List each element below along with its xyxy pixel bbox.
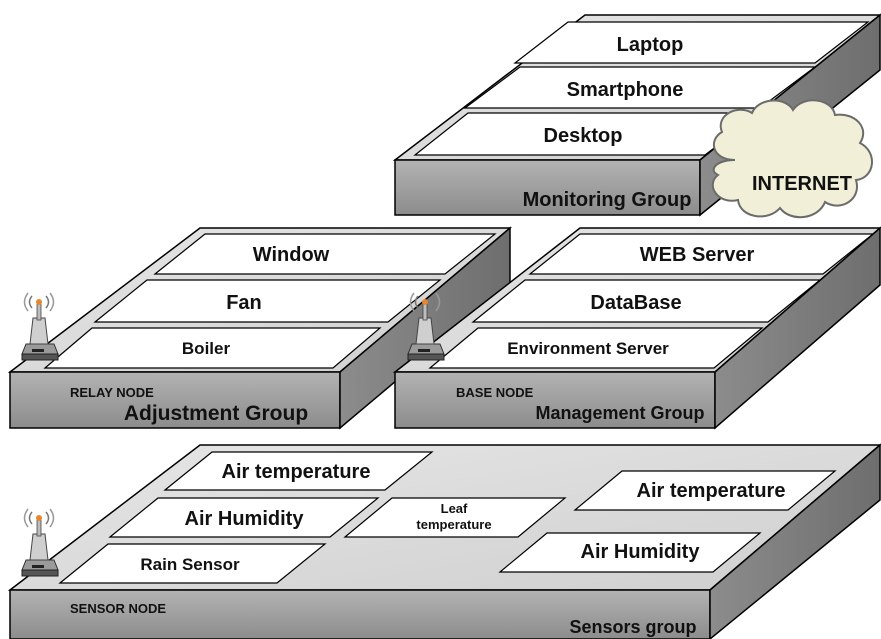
relay-node-label: RELAY NODE (70, 385, 154, 400)
adjustment-window-label: Window (253, 244, 330, 266)
cloud-icon (711, 99, 873, 219)
relay-node-antenna-icon (21, 292, 59, 361)
sensors-leaf-label-line1: Leaf (441, 501, 468, 516)
sensors-item-air-humidity-left (108, 497, 380, 538)
adjustment-item-window (153, 233, 497, 275)
sensors-item-rain-sensor (58, 543, 327, 584)
sensors-air-temperature-left-label: Air temperature (222, 461, 371, 483)
monitoring-item-smartphone (463, 66, 817, 109)
management-group: WEB Server DataBase Environment Server B… (392, 226, 881, 430)
adjustment-item-boiler (43, 327, 382, 369)
sensors-item-air-temperature-right (573, 470, 837, 511)
management-item-environment-server (428, 327, 764, 369)
management-environment-server-label: Environment Server (507, 339, 669, 358)
sensors-leaf-label-line2: temperature (416, 517, 491, 532)
internet-cloud: INTERNET (711, 99, 873, 219)
management-platform-side (714, 226, 881, 430)
adjustment-item-fan (93, 279, 442, 323)
monitoring-smartphone-label: Smartphone (567, 79, 684, 101)
sensor-node-label: SENSOR NODE (70, 601, 166, 616)
management-web-server-label: WEB Server (640, 244, 755, 266)
monitoring-laptop-label: Laptop (617, 34, 684, 56)
internet-label: INTERNET (752, 173, 852, 195)
adjustment-boiler-label: Boiler (182, 339, 231, 358)
adjustment-fan-label: Fan (226, 292, 262, 314)
management-database-label: DataBase (590, 292, 681, 314)
monitoring-group-title: Monitoring Group (523, 189, 692, 211)
sensors-platform-side (709, 443, 881, 639)
sensors-item-leaf-temperature (343, 497, 567, 538)
sensors-platform-front (9, 589, 711, 639)
sensors-group: Air temperature Air Humidity Rain Sensor… (7, 443, 881, 639)
sensors-air-humidity-left-label: Air Humidity (185, 508, 305, 530)
management-group-title: Management Group (535, 403, 704, 423)
sensors-air-humidity-right-label: Air Humidity (581, 541, 701, 563)
management-item-web-server (528, 233, 875, 275)
sensors-air-temperature-right-label: Air temperature (637, 480, 786, 502)
management-item-database (471, 279, 822, 323)
monitoring-desktop-label: Desktop (544, 125, 623, 147)
base-node-label: BASE NODE (456, 385, 534, 400)
sensors-rain-sensor-label: Rain Sensor (140, 555, 240, 574)
sensors-item-air-temperature-left (163, 451, 434, 491)
monitoring-item-laptop (513, 21, 870, 64)
sensor-node-antenna-icon (21, 508, 59, 577)
sensors-item-air-humidity-right (498, 532, 762, 573)
sensors-group-title: Sensors group (569, 617, 696, 637)
adjustment-group-title: Adjustment Group (124, 402, 308, 425)
